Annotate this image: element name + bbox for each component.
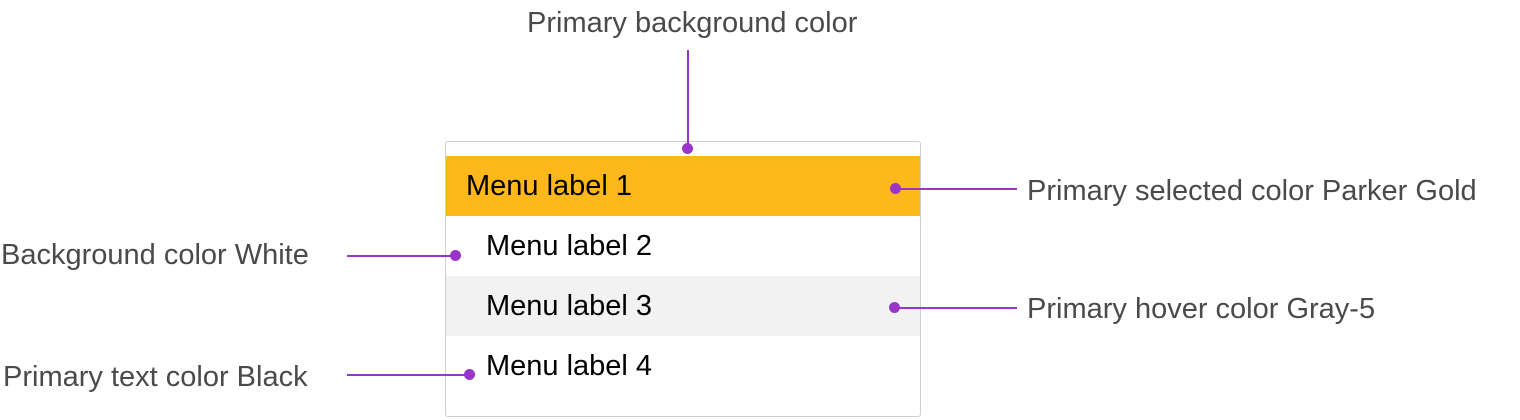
menu-item-4[interactable]: Menu label 4 — [446, 336, 920, 396]
annotation-text-color: Primary text color Black — [3, 361, 308, 393]
menu-item-1[interactable]: Menu label 1 — [446, 156, 920, 216]
leader-line-hover — [895, 307, 1017, 309]
leader-line-background — [687, 50, 689, 148]
dot-hover — [889, 302, 900, 313]
menu-item-2[interactable]: Menu label 2 — [446, 216, 920, 276]
annotation-primary-background: Primary background color — [527, 7, 858, 39]
annotation-background-white: Background color White — [1, 239, 309, 271]
annotation-selected-color: Primary selected color Parker Gold — [1027, 175, 1477, 207]
dot-selected — [890, 183, 901, 194]
dot-white — [450, 250, 461, 261]
annotation-hover-color: Primary hover color Gray-5 — [1027, 293, 1376, 325]
leader-line-white — [347, 255, 455, 257]
menu-item-3[interactable]: Menu label 3 — [446, 276, 920, 336]
leader-line-selected — [895, 188, 1017, 190]
dropdown-menu: Menu label 1 Menu label 2 Menu label 3 M… — [445, 141, 921, 417]
menu-item-label: Menu label 2 — [486, 229, 653, 262]
menu-item-label: Menu label 1 — [466, 169, 633, 202]
leader-line-text — [347, 374, 469, 376]
menu-item-label: Menu label 4 — [486, 349, 653, 382]
dot-background — [682, 143, 693, 154]
dot-text — [464, 369, 475, 380]
menu-item-label: Menu label 3 — [486, 289, 653, 322]
